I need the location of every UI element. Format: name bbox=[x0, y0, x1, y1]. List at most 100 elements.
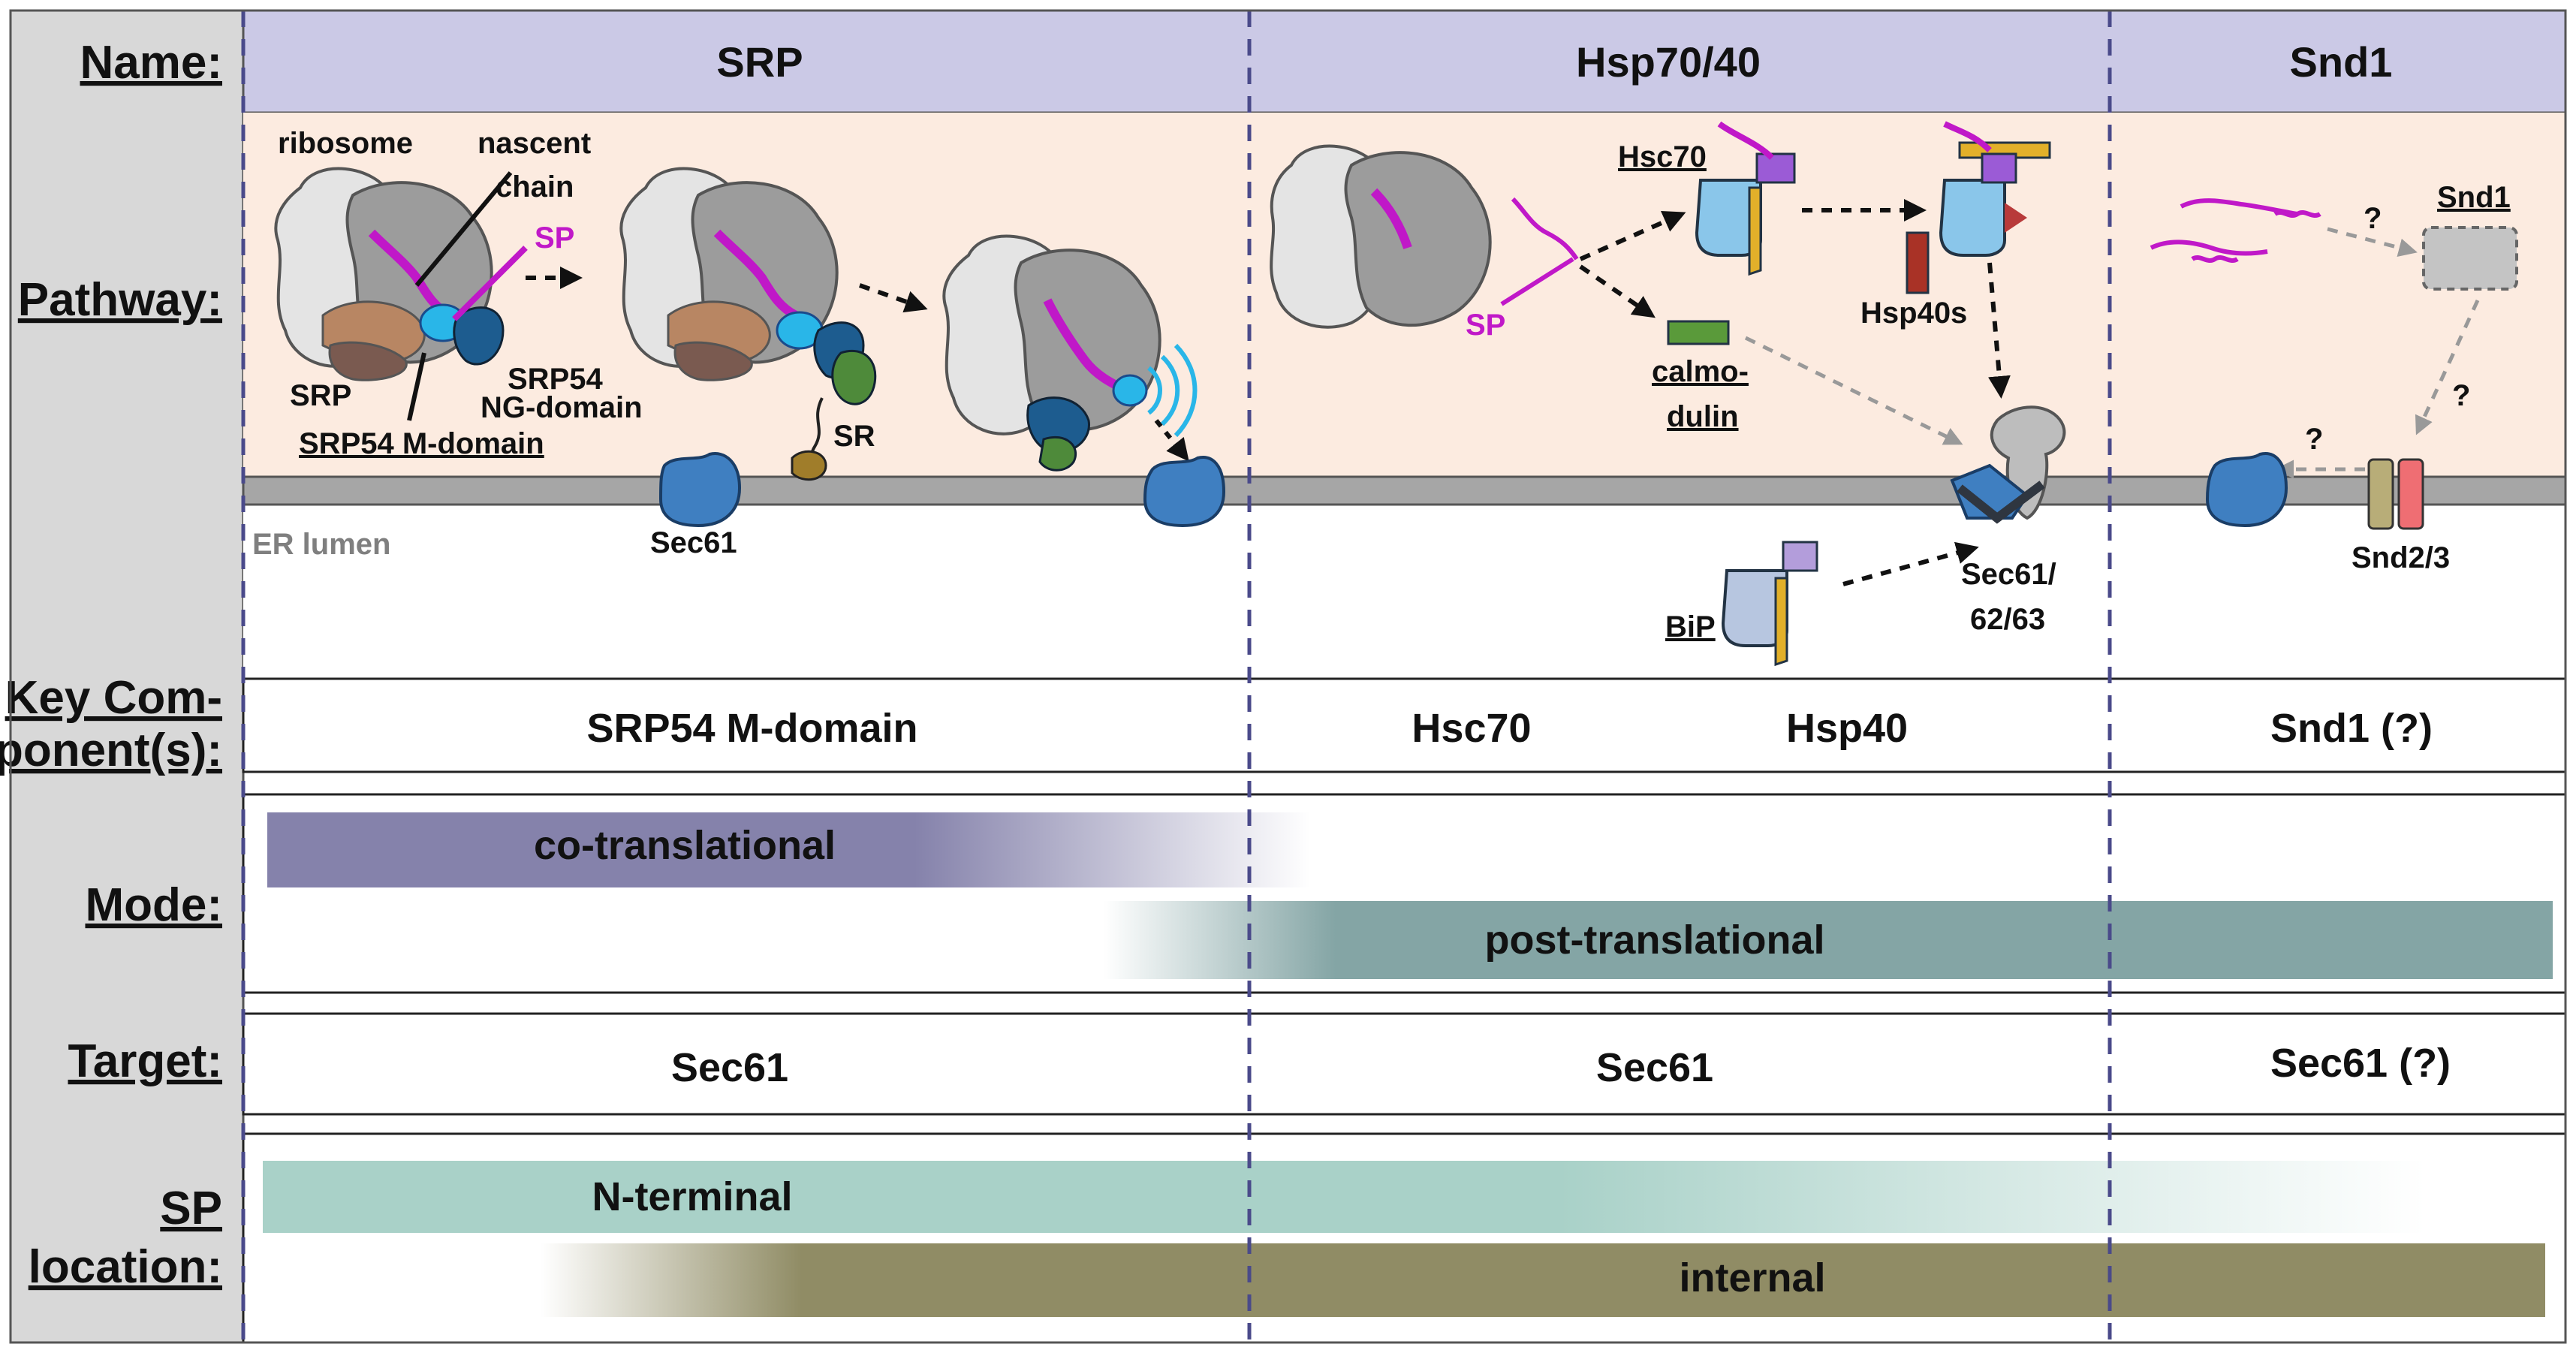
sp-location-n-terminal: N-terminal bbox=[592, 1174, 792, 1219]
label-q3: ? bbox=[2305, 423, 2323, 456]
srp54-m-domain-3 bbox=[1112, 374, 1148, 407]
label-calmodulin-1: calmo- bbox=[1652, 355, 1749, 388]
label-nascent-2: chain bbox=[496, 170, 574, 203]
post-translational-bar bbox=[1104, 901, 2553, 979]
label-srp54-m-domain: SRP54 M-domain bbox=[299, 427, 544, 460]
sec61-srp-1 bbox=[658, 452, 742, 528]
hsc70-sbd bbox=[1755, 152, 1796, 184]
signal-waves bbox=[1147, 343, 1198, 438]
label-sec61-multi-2: 62/63 bbox=[1970, 603, 2045, 636]
calmodulin-icon bbox=[1667, 320, 1730, 345]
er-membrane bbox=[242, 475, 2567, 506]
label-hsp40s: Hsp40s bbox=[1860, 297, 1967, 330]
sec62-63-icon bbox=[1990, 405, 2066, 520]
target-snd1: Sec61 (?) bbox=[2270, 1041, 2451, 1086]
label-sp-hsp: SP bbox=[1466, 309, 1505, 342]
label-sr: SR bbox=[833, 420, 875, 453]
arrow-calmodulin-to-sec61 bbox=[1744, 336, 1963, 445]
label-bip: BiP bbox=[1665, 610, 1716, 643]
target-box bbox=[242, 1012, 2567, 1116]
label-key-components-1: Key Com- bbox=[5, 672, 222, 724]
label-snd1: Snd1 bbox=[2437, 181, 2511, 214]
hsc70-chain bbox=[1717, 121, 1774, 160]
sec61-srp-2 bbox=[1143, 456, 1226, 528]
mode-post-translational: post-translational bbox=[1484, 918, 1824, 963]
arrow-bip-to-sec61 bbox=[1842, 541, 1979, 586]
snd2-icon bbox=[2367, 458, 2394, 530]
nascent-chain-3 bbox=[1043, 298, 1128, 395]
label-snd23: Snd2/3 bbox=[2352, 541, 2450, 574]
label-mode: Mode: bbox=[85, 879, 222, 931]
label-srp54-1: SRP54 bbox=[508, 363, 603, 396]
n-terminal-bar bbox=[263, 1161, 2425, 1233]
sp-hsp-line bbox=[1500, 257, 1574, 306]
snd1-chain-2 bbox=[2150, 240, 2268, 256]
label-nascent-1: nascent bbox=[478, 127, 591, 160]
name-row bbox=[242, 9, 2567, 114]
sr-receptor bbox=[831, 349, 877, 405]
free-chain-hsp bbox=[1511, 197, 1579, 261]
srp-pathway-illustration bbox=[274, 167, 1226, 528]
label-srp54-2: NG-domain bbox=[481, 391, 643, 424]
arrow-snd1-to-snd23 bbox=[2415, 299, 2480, 435]
label-sec61: Sec61 bbox=[650, 526, 737, 559]
snd1-chain-2-sp bbox=[2191, 255, 2239, 263]
outer-frame bbox=[9, 9, 2567, 1344]
srp54-ng-domain-1 bbox=[453, 306, 505, 366]
hsc70-lid bbox=[1748, 186, 1762, 276]
column-snd1: Snd1 bbox=[2290, 38, 2393, 86]
bip-sbd bbox=[1782, 541, 1818, 572]
internal-bar bbox=[541, 1243, 2545, 1317]
sr-beta bbox=[791, 450, 827, 481]
label-calmodulin-2: dulin bbox=[1667, 400, 1739, 433]
label-key-components-2: ponent(s): bbox=[0, 725, 222, 776]
mode-co-translational: co-translational bbox=[534, 823, 836, 868]
sp-line bbox=[452, 246, 528, 321]
srp-alu-1 bbox=[328, 341, 408, 381]
target-hsp: Sec61 bbox=[1596, 1045, 1713, 1090]
co-translational-bar bbox=[267, 812, 1311, 887]
sec61-hsp-dark bbox=[1957, 481, 2045, 524]
sec61-snd bbox=[2205, 452, 2288, 528]
label-column bbox=[9, 9, 245, 1344]
snd1-chain-1-sp bbox=[2273, 210, 2321, 218]
label-target: Target: bbox=[68, 1035, 222, 1087]
nascent-chain-2 bbox=[713, 229, 798, 320]
m-domain-pointer bbox=[407, 352, 426, 421]
hsc70-hsp40-sbd bbox=[1981, 152, 2017, 184]
column-srp: SRP bbox=[716, 38, 803, 86]
nascent-pointer bbox=[414, 171, 513, 287]
target-srp: Sec61 bbox=[671, 1045, 788, 1090]
bip-lid bbox=[1774, 577, 1788, 667]
label-name: Name: bbox=[80, 37, 222, 89]
arrow-hsp40-to-sec61 bbox=[1987, 262, 2011, 399]
snd3-icon bbox=[2397, 458, 2424, 530]
key-component-srp54: SRP54 M-domain bbox=[586, 706, 917, 751]
label-pathway: Pathway: bbox=[18, 274, 222, 326]
key-component-snd1: Snd1 (?) bbox=[2270, 706, 2433, 751]
label-sp-location-1: SP bbox=[160, 1183, 222, 1234]
hsc70-hsp40-body bbox=[1939, 179, 2006, 257]
key-component-hsp40: Hsp40 bbox=[1786, 706, 1908, 751]
label-er-lumen: ER lumen bbox=[252, 528, 390, 561]
arrow-to-snd1 bbox=[2327, 227, 2418, 258]
label-ribosome: ribosome bbox=[278, 127, 413, 160]
column-dividers bbox=[241, 11, 2112, 1342]
label-srp: SRP bbox=[290, 379, 351, 412]
label-sp: SP bbox=[535, 221, 574, 255]
srp-alu-2 bbox=[673, 341, 753, 381]
label-sp-location-2: location: bbox=[29, 1241, 222, 1293]
key-component-hsc70: Hsc70 bbox=[1412, 706, 1531, 751]
arrow-to-calmodulin bbox=[1579, 264, 1656, 318]
label-q2: ? bbox=[2452, 379, 2470, 412]
sp-location-internal: internal bbox=[1679, 1255, 1825, 1300]
snd1-box bbox=[2422, 226, 2518, 291]
nascent-chain-hsp bbox=[1370, 188, 1412, 249]
label-hsc70: Hsc70 bbox=[1618, 140, 1707, 173]
hsc70-hsp40-chain bbox=[1943, 121, 1992, 152]
hsp-pathway-illustration bbox=[1270, 121, 2066, 667]
snd1-pathway-illustration bbox=[2150, 198, 2518, 530]
label-q1: ? bbox=[2364, 202, 2382, 235]
er-lumen-area bbox=[243, 505, 2565, 679]
key-components-box bbox=[242, 677, 2567, 773]
